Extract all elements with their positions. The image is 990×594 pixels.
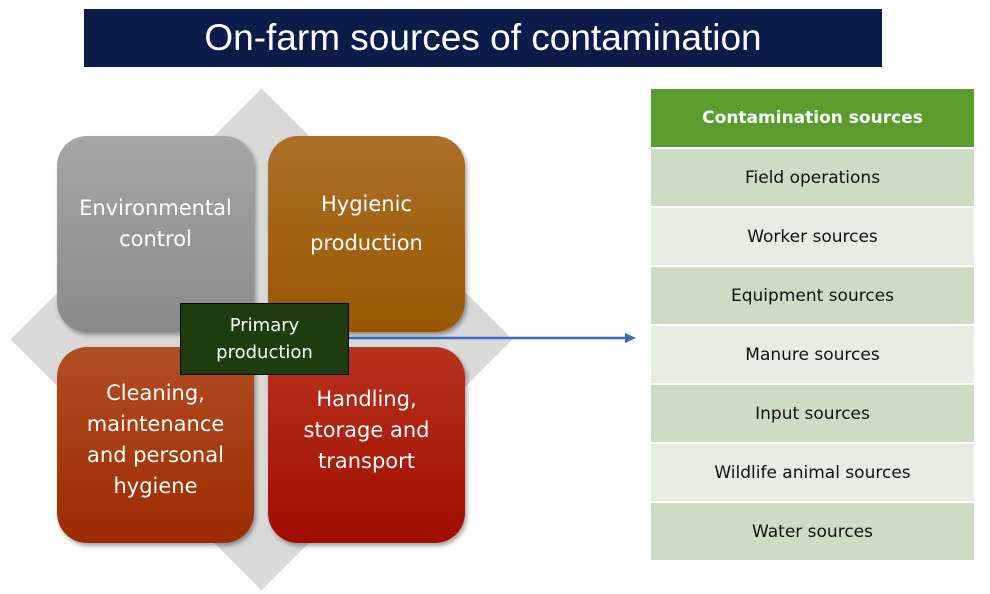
quadrant-text-line: Environmental xyxy=(79,196,232,220)
primary-production-label: Primary production xyxy=(180,303,349,375)
quadrant-text-line: and personal xyxy=(87,443,224,467)
quadrant-text-line: storage and xyxy=(303,417,430,442)
quadrant-text-line: control xyxy=(119,227,192,251)
table-row: Wildlife animal sources xyxy=(651,444,974,503)
arrow-head-icon xyxy=(625,333,636,343)
quadrant-cleaning-maintenance: Cleaning, maintenance and personal hygie… xyxy=(57,347,254,543)
quadrant-text-line: transport xyxy=(317,448,416,473)
quadrant-text-line: Handling, xyxy=(316,386,417,411)
quadrant-text-line: maintenance xyxy=(86,412,225,436)
center-label-line: Primary xyxy=(229,315,300,336)
quadrant-text-line: production xyxy=(310,231,423,255)
quadrant-text-line: hygiene xyxy=(113,474,198,498)
quadrant-hygienic-production: Hygienic production xyxy=(268,136,465,332)
table-row: Worker sources xyxy=(651,208,974,267)
quadrant-environmental-control: Environmental control xyxy=(57,136,254,332)
contamination-sources-table: Contamination sources Field operations W… xyxy=(651,89,974,562)
quadrant-text-line: Hygienic xyxy=(320,192,412,216)
arrow-connector xyxy=(349,333,636,343)
table-row: Manure sources xyxy=(651,326,974,385)
quadrant-text-line: Cleaning, xyxy=(106,381,205,405)
table-row: Field operations xyxy=(651,149,974,208)
quadrant-handling-storage-transport: Handling, storage and transport xyxy=(268,347,465,543)
table-row: Input sources xyxy=(651,385,974,444)
table-row: Equipment sources xyxy=(651,267,974,326)
table-header: Contamination sources xyxy=(651,89,974,149)
table-row: Water sources xyxy=(651,503,974,562)
slide-title: On-farm sources of contamination xyxy=(84,9,882,67)
center-label-line: production xyxy=(216,342,313,363)
